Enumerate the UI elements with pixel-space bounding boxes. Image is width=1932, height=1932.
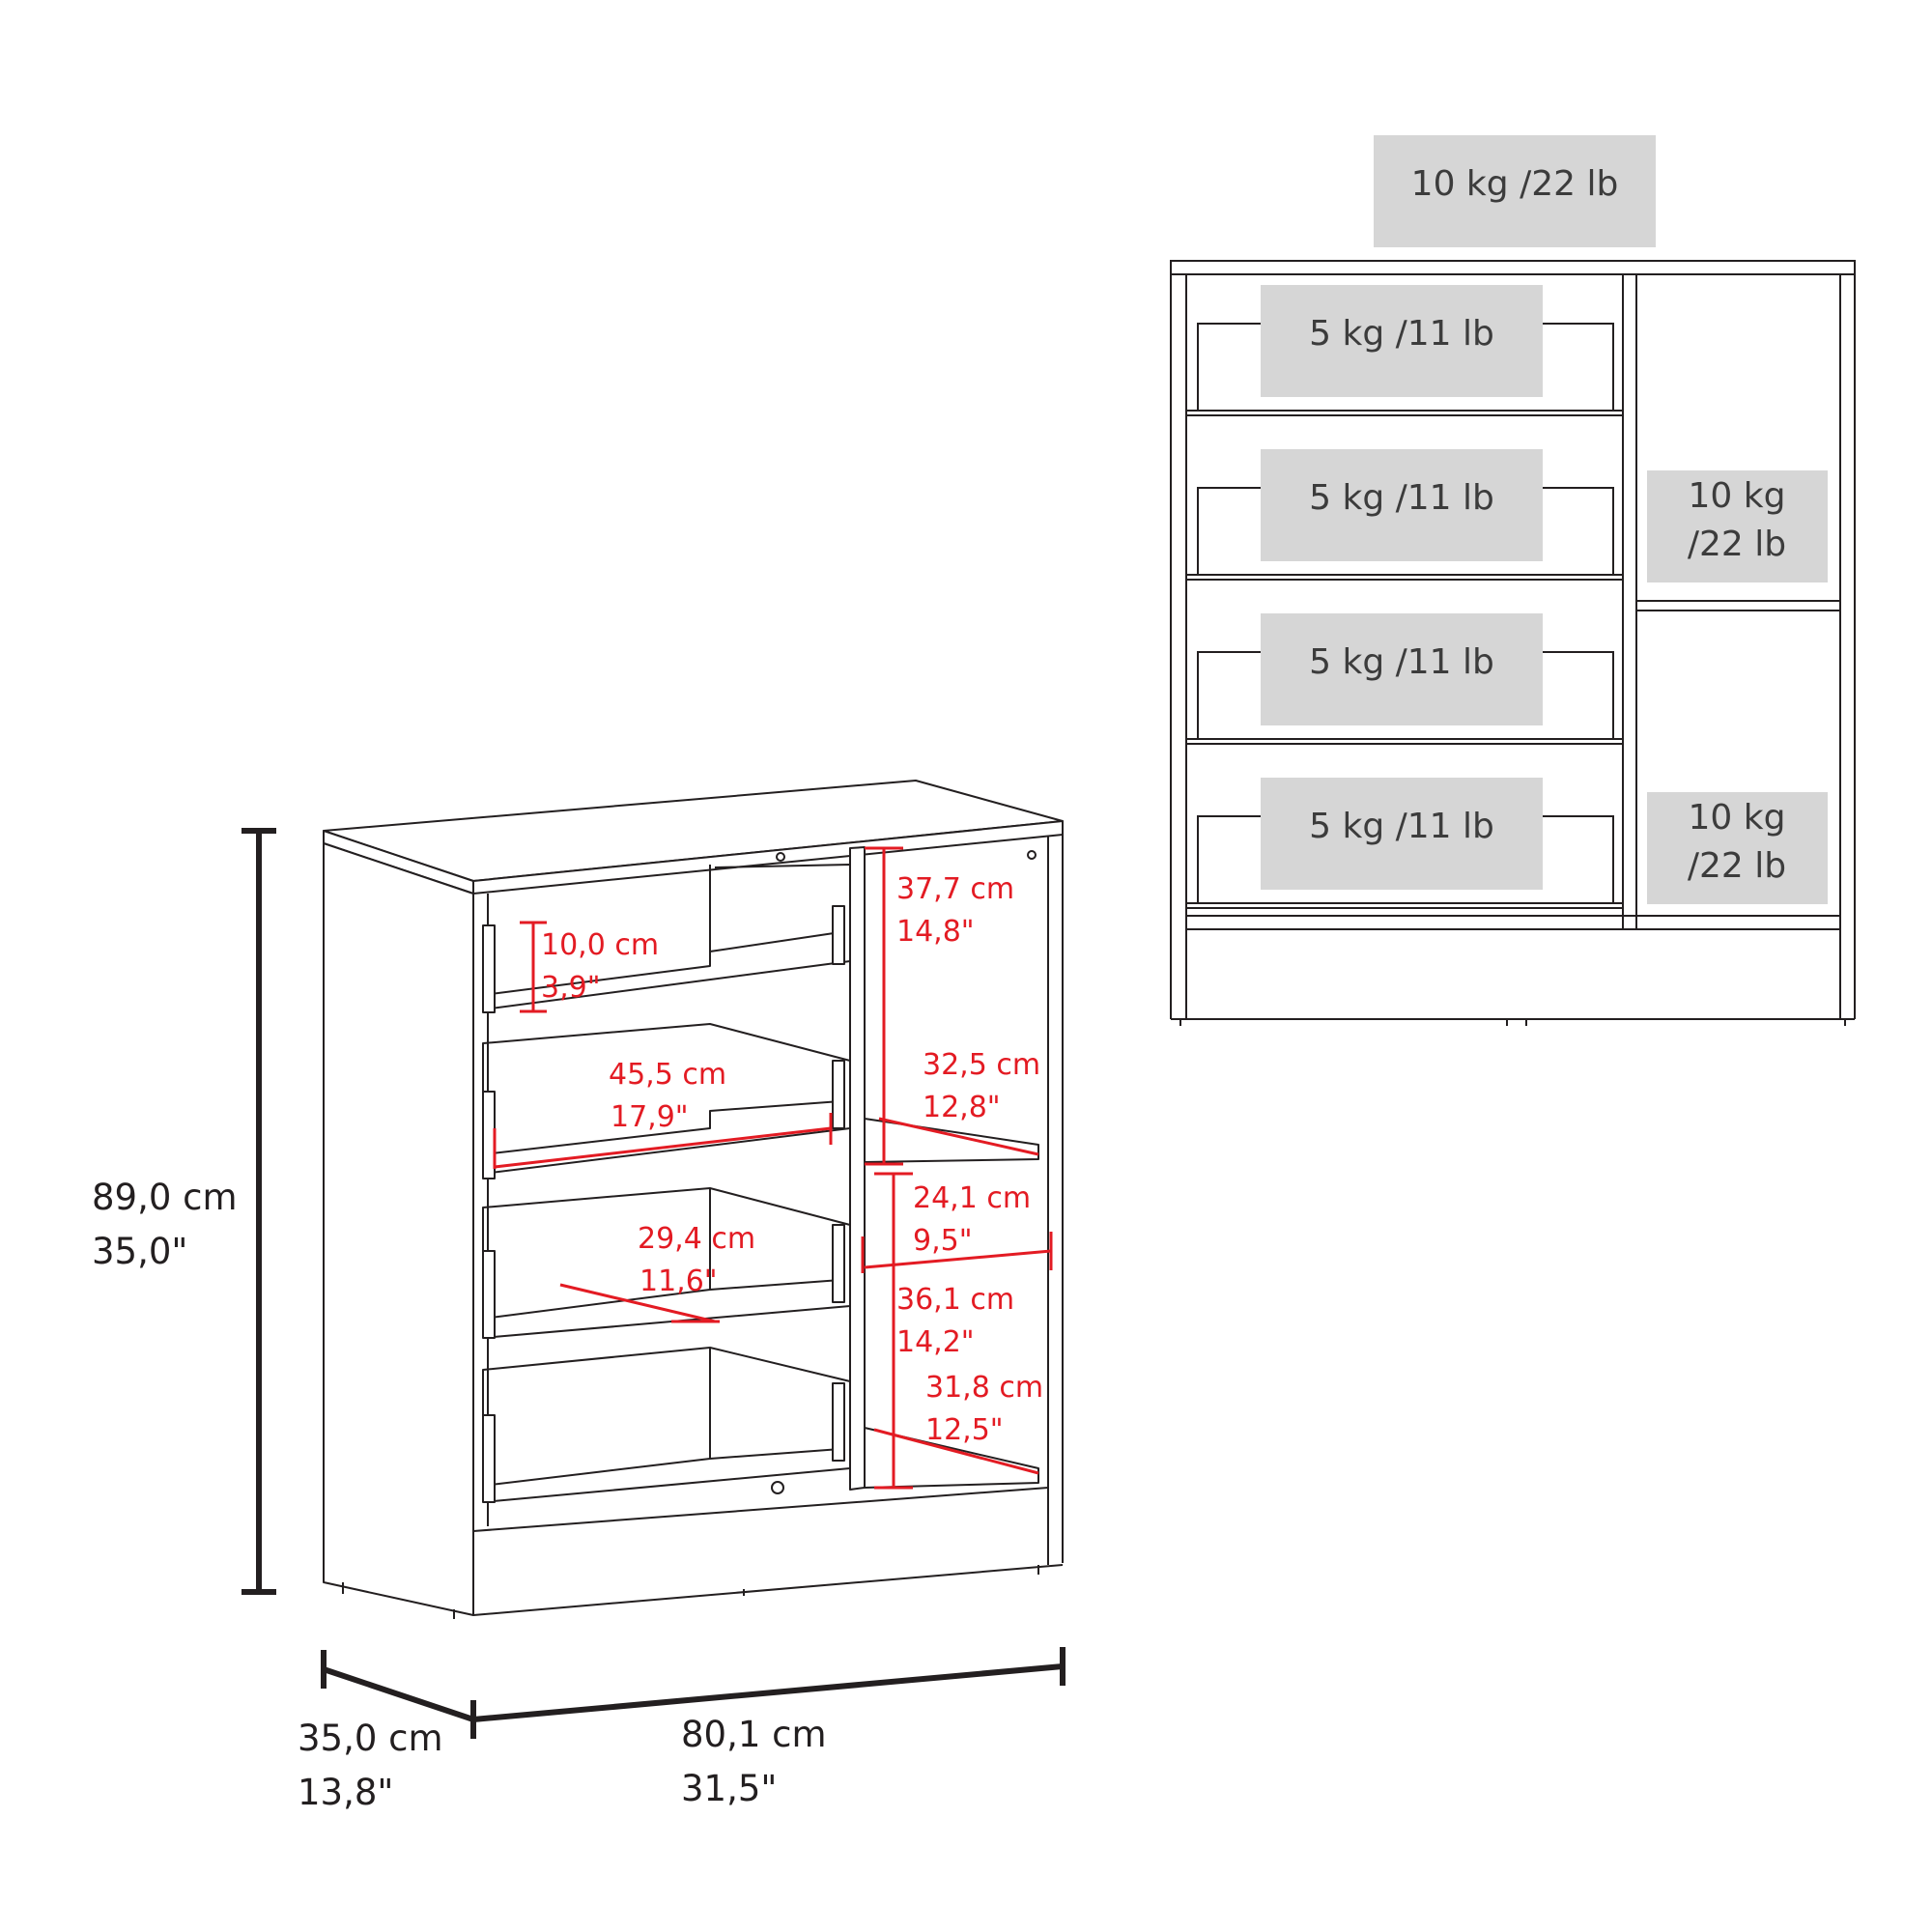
front-top-panel [1170, 260, 1856, 275]
shelf-depth-cm: 32,5 cm [923, 1048, 1040, 1082]
drawer-height-cm: 10,0 cm [541, 928, 659, 962]
drawer-2 [482, 1023, 851, 1179]
load-shelf-upper: 10 kg /22 lb [1647, 470, 1828, 582]
upper-cabinet-height-in: 14,8" [896, 915, 975, 949]
isometric-cabinet [323, 780, 1064, 1619]
load-drawer-4: 5 kg /11 lb [1261, 778, 1543, 890]
load-shelf-lower: 10 kg /22 lb [1647, 792, 1828, 904]
cabinet-bottom-edge [472, 1564, 1064, 1616]
overall-dimension-lines [242, 828, 1065, 1739]
drawer-height-in: 3,9" [541, 971, 601, 1005]
shelf-depth-in: 12,8" [923, 1091, 1001, 1124]
middle-shelf [864, 1118, 1039, 1163]
bottom-depth-in: 12,5" [925, 1413, 1004, 1447]
svg-text:/22 lb: /22 lb [1688, 846, 1786, 886]
cabinet-left-side [323, 842, 474, 1616]
svg-text:/22 lb: /22 lb [1688, 525, 1786, 564]
center-divider [849, 846, 866, 1491]
width-in-label: 31,5" [681, 1768, 777, 1809]
interior-dimension-lines [493, 846, 1053, 1490]
height-cm-label: 89,0 cm [92, 1177, 238, 1218]
svg-text:5 kg /11 lb: 5 kg /11 lb [1309, 642, 1494, 682]
svg-text:10 kg: 10 kg [1689, 476, 1786, 516]
depth-cm-label: 35,0 cm [298, 1718, 443, 1759]
front-view-cabinet [1170, 260, 1856, 1026]
drawer-width-in: 17,9" [611, 1100, 689, 1134]
drawer-1 [482, 864, 851, 1013]
drawer-3 [482, 1187, 851, 1339]
svg-text:5 kg /11 lb: 5 kg /11 lb [1309, 314, 1494, 354]
width-cm-label: 80,1 cm [681, 1714, 827, 1755]
svg-text:10 kg /22 lb: 10 kg /22 lb [1411, 164, 1619, 204]
bottom-shelf [864, 1427, 1039, 1489]
load-drawer-2: 5 kg /11 lb [1261, 449, 1543, 561]
load-drawer-1: 5 kg /11 lb [1261, 285, 1543, 397]
svg-text:5 kg /11 lb: 5 kg /11 lb [1309, 807, 1494, 846]
cabinet-width-cm: 24,1 cm [913, 1181, 1031, 1215]
lower-cabinet-height-cm: 36,1 cm [896, 1283, 1014, 1317]
svg-text:10 kg: 10 kg [1689, 798, 1786, 838]
lower-cabinet-height-in: 14,2" [896, 1325, 975, 1359]
drawer-width-cm: 45,5 cm [609, 1058, 726, 1092]
upper-cabinet-height-cm: 37,7 cm [896, 872, 1014, 906]
height-in-label: 35,0" [92, 1231, 187, 1272]
svg-text:5 kg /11 lb: 5 kg /11 lb [1309, 478, 1494, 518]
load-drawer-3: 5 kg /11 lb [1261, 613, 1543, 725]
load-top: 10 kg /22 lb [1374, 135, 1656, 247]
cabinet-width-in: 9,5" [913, 1224, 973, 1258]
drawer-depth-cm: 29,4 cm [638, 1222, 755, 1256]
bottom-depth-cm: 31,8 cm [925, 1371, 1043, 1405]
drawer-4 [482, 1347, 851, 1503]
depth-in-label: 13,8" [298, 1772, 393, 1813]
drawer-depth-in: 11,6" [639, 1264, 718, 1298]
